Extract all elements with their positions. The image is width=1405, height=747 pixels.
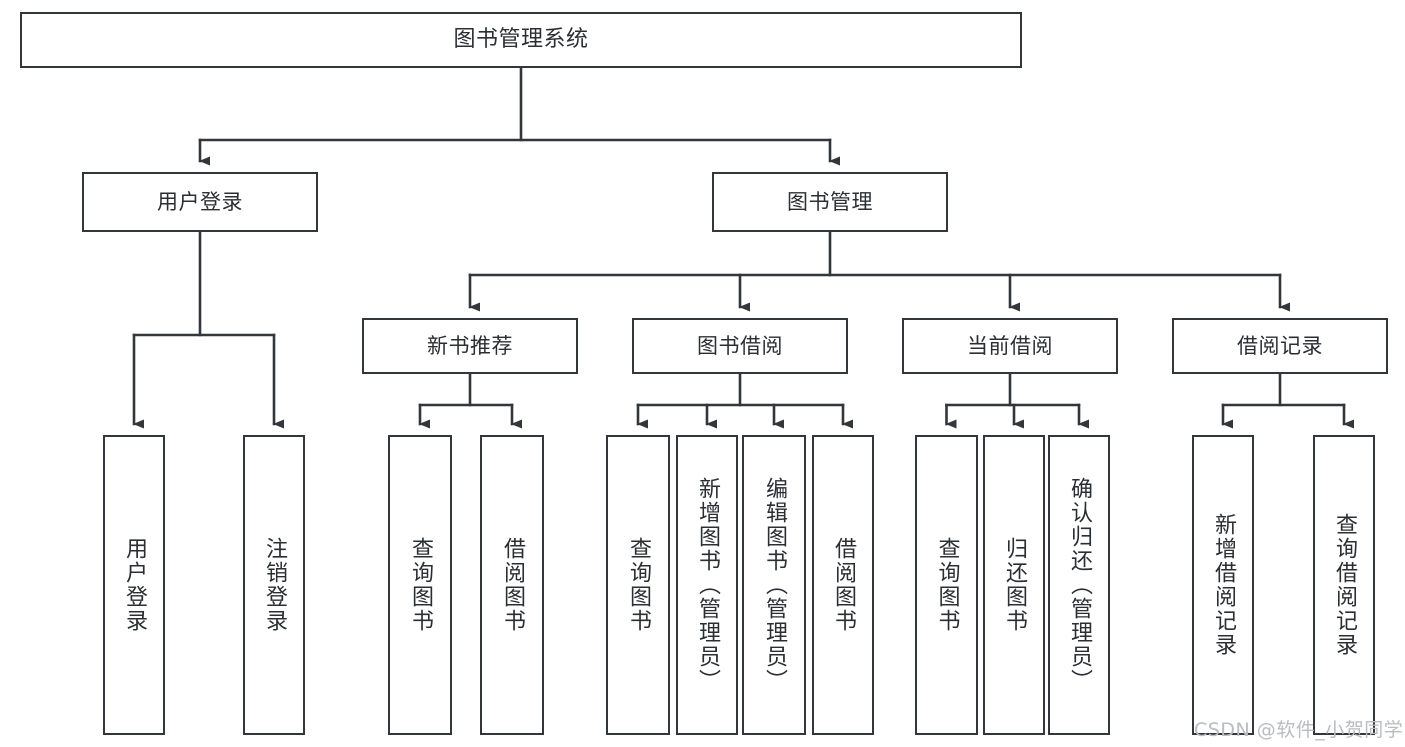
node-leaf-query-loan-record-label: 查询借阅记录 <box>1332 513 1357 657</box>
node-leaf-logout[interactable]: 注销登录 <box>243 435 305 735</box>
node-leaf-borrow-book-rec[interactable]: 借阅图书 <box>480 435 544 735</box>
node-leaf-add-book[interactable]: 新增图书（管理员） <box>676 435 738 735</box>
node-root-label: 图书管理系统 <box>453 27 589 53</box>
node-current-loans-label: 当前借阅 <box>967 333 1053 358</box>
node-user-login-label: 用户登录 <box>157 189 243 214</box>
node-leaf-add-book-label: 新增图书（管理员） <box>695 477 720 693</box>
node-loan-records[interactable]: 借阅记录 <box>1172 318 1388 374</box>
node-loan-records-label: 借阅记录 <box>1237 333 1323 358</box>
node-user-login[interactable]: 用户登录 <box>82 172 318 232</box>
node-leaf-add-loan-record[interactable]: 新增借阅记录 <box>1192 435 1254 735</box>
node-leaf-user-login[interactable]: 用户登录 <box>103 435 165 735</box>
node-book-management-label: 图书管理 <box>787 189 873 214</box>
node-leaf-borrow-book-rec-label: 借阅图书 <box>500 537 525 633</box>
node-leaf-return-book-label: 归还图书 <box>1002 537 1027 633</box>
node-new-book-recommendation[interactable]: 新书推荐 <box>362 318 578 374</box>
node-leaf-user-login-label: 用户登录 <box>122 537 147 633</box>
node-leaf-logout-label: 注销登录 <box>262 537 287 633</box>
node-leaf-confirm-return[interactable]: 确认归还（管理员） <box>1048 435 1110 735</box>
node-current-loans[interactable]: 当前借阅 <box>902 318 1118 374</box>
node-leaf-borrow-book[interactable]: 借阅图书 <box>812 435 874 735</box>
node-leaf-query-book-current-label: 查询图书 <box>934 537 960 633</box>
node-leaf-edit-book-label: 编辑图书（管理员） <box>762 477 787 693</box>
csdn-watermark: CSDN @软件_小贺同学 <box>1194 719 1404 741</box>
node-leaf-query-book-current[interactable]: 查询图书 <box>915 435 978 735</box>
node-leaf-confirm-return-label: 确认归还（管理员） <box>1067 477 1092 693</box>
node-leaf-return-book[interactable]: 归还图书 <box>983 435 1045 735</box>
node-leaf-query-book-rec-label: 查询图书 <box>408 537 433 633</box>
node-new-book-recommendation-label: 新书推荐 <box>427 333 513 358</box>
node-leaf-query-loan-record[interactable]: 查询借阅记录 <box>1313 435 1375 735</box>
node-leaf-borrow-book-label: 借阅图书 <box>831 537 856 633</box>
node-book-borrowing[interactable]: 图书借阅 <box>632 318 848 374</box>
node-book-borrowing-label: 图书借阅 <box>697 333 783 358</box>
node-book-management[interactable]: 图书管理 <box>712 172 948 232</box>
node-leaf-query-book-borrow[interactable]: 查询图书 <box>606 435 670 735</box>
node-leaf-query-book-borrow-label: 查询图书 <box>626 537 651 633</box>
node-leaf-edit-book[interactable]: 编辑图书（管理员） <box>742 435 806 735</box>
node-leaf-query-book-rec[interactable]: 查询图书 <box>388 435 452 735</box>
node-root[interactable]: 图书管理系统 <box>20 12 1022 68</box>
node-leaf-add-loan-record-label: 新增借阅记录 <box>1211 513 1236 657</box>
